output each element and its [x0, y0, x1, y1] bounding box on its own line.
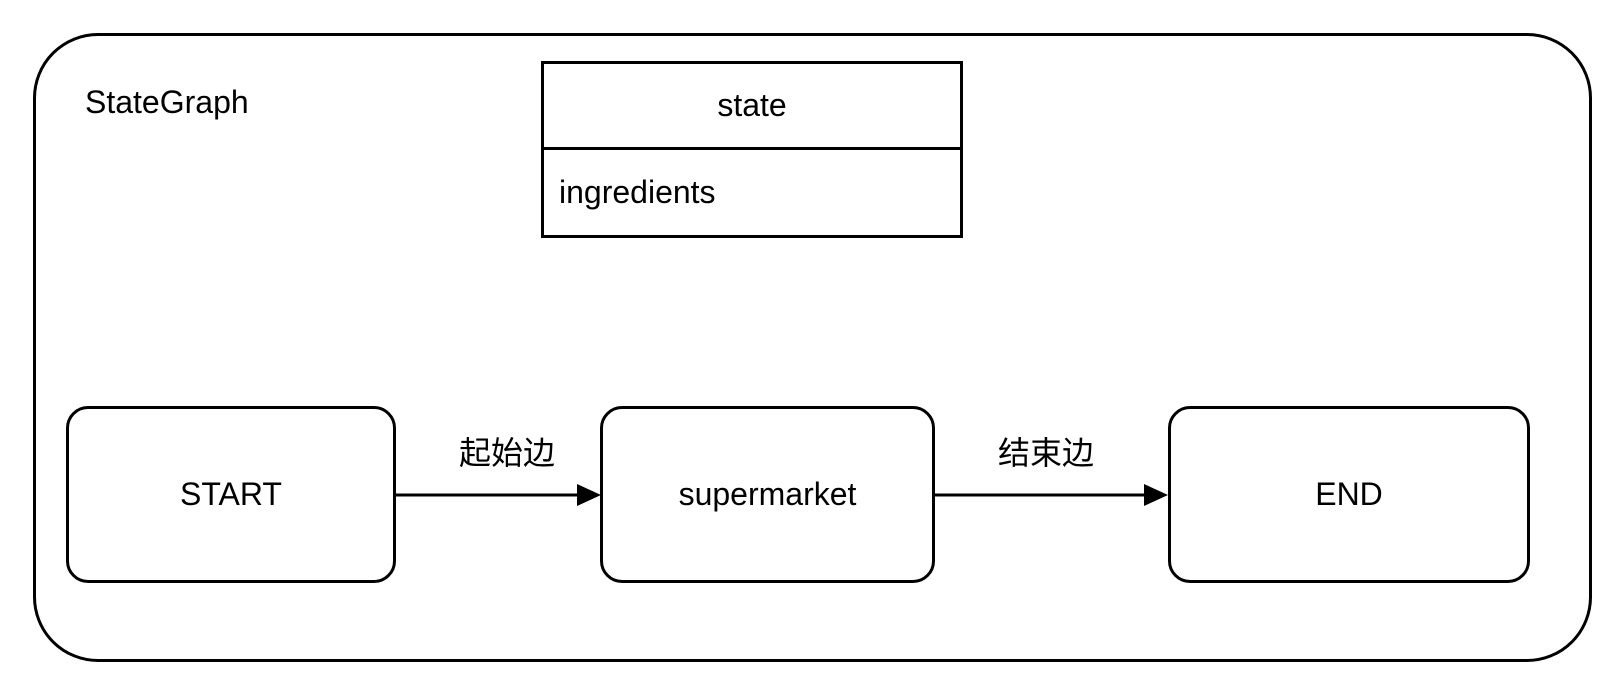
edge-label-start: 起始边: [458, 435, 556, 471]
node-start: START: [66, 406, 396, 583]
state-table-field-ingredients: ingredients: [559, 174, 716, 210]
graph-title: StateGraph: [85, 84, 249, 120]
node-end: END: [1168, 406, 1530, 583]
state-table: state ingredients: [541, 61, 963, 238]
edge-label-end: 结束边: [997, 435, 1095, 471]
state-table-header: state: [544, 64, 960, 150]
node-supermarket: supermarket: [600, 406, 935, 583]
